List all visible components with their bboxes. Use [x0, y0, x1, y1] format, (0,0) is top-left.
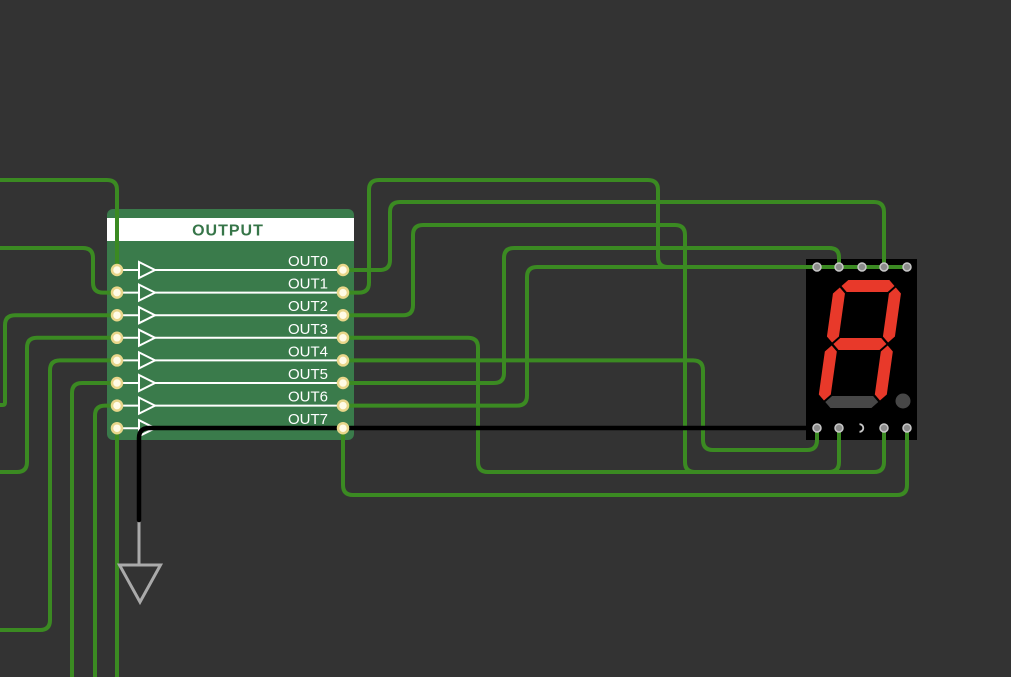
wire-out-5[interactable]: [343, 246, 841, 385]
display-pin-top-1[interactable]: [834, 262, 844, 272]
output-pin-2[interactable]: [336, 308, 350, 322]
wire-out-3[interactable]: [343, 335, 886, 474]
output-pin-6[interactable]: [336, 399, 350, 412]
wire-out-6[interactable]: [343, 265, 907, 408]
wire-in-3[interactable]: [0, 335, 117, 474]
display-pin-bottom-2[interactable]: [859, 423, 865, 433]
display-pin-top-3[interactable]: [879, 262, 889, 272]
buffer-triangle-icon: [138, 328, 158, 348]
buffer-triangle-icon: [138, 260, 158, 280]
wire-in-2[interactable]: [0, 313, 117, 407]
output-pin-4[interactable]: [336, 354, 350, 367]
seven-segment-display[interactable]: [806, 259, 917, 440]
segment-a: [841, 280, 895, 292]
segment-d: [825, 396, 879, 408]
output-label-6: OUT6: [288, 389, 328, 406]
display-pin-bottom-0[interactable]: [812, 423, 822, 433]
input-pin-7[interactable]: [110, 421, 124, 435]
pins: [110, 262, 912, 435]
display-pin-top-0[interactable]: [812, 262, 822, 272]
output-pin-1[interactable]: [336, 286, 350, 299]
segment-dp: [895, 393, 911, 409]
buffer-triangle-icon: [138, 373, 158, 393]
ground-triangle: [116, 563, 164, 606]
output-pin-5[interactable]: [336, 376, 350, 390]
component-header: [107, 218, 354, 241]
output-label-0: OUT0: [288, 253, 328, 270]
display-pin-top-2[interactable]: [857, 262, 867, 272]
wire-in-6[interactable]: [93, 403, 117, 677]
input-pin-5[interactable]: [110, 376, 124, 390]
output-label-7: OUT7: [288, 411, 328, 428]
segment-c: [874, 345, 893, 401]
output-label-3: OUT3: [288, 321, 328, 338]
display-pin-bottom-3[interactable]: [879, 423, 889, 433]
display-pin-bottom-4[interactable]: [902, 423, 912, 433]
output-pin-0[interactable]: [336, 263, 350, 277]
segment-e: [818, 345, 837, 401]
display-pin-top-4[interactable]: [902, 262, 912, 272]
wire-in-1[interactable]: [0, 246, 117, 295]
wire-in-4[interactable]: [0, 358, 117, 632]
display-segments: [818, 280, 911, 409]
buffer-triangle-icon: [138, 282, 158, 303]
output-label-5: OUT5: [288, 366, 328, 383]
buffer-triangle-icon: [138, 350, 158, 371]
output-label-1: OUT1: [288, 276, 328, 293]
input-pin-3[interactable]: [110, 331, 124, 345]
wire-out-7[interactable]: [341, 428, 909, 497]
segment-b: [882, 287, 901, 343]
component-title: OUTPUT: [192, 223, 264, 240]
buffer-triangle-icon: [138, 395, 158, 416]
wire-out-0[interactable]: [343, 200, 886, 272]
output-label-4: OUT4: [288, 343, 328, 360]
wire-out-1[interactable]: [343, 178, 907, 295]
segment-f: [826, 287, 845, 343]
segment-g: [833, 338, 887, 350]
output-pin-3[interactable]: [336, 331, 350, 345]
wire-in-0[interactable]: [0, 178, 119, 270]
buffer-triangle-icon: [138, 305, 158, 325]
wire-in-5[interactable]: [70, 381, 117, 677]
input-pin-1[interactable]: [110, 286, 124, 299]
ground-wire[interactable]: [136, 425, 820, 523]
output-pin-7[interactable]: [336, 421, 350, 435]
ground-icon[interactable]: [116, 518, 164, 606]
input-pin-2[interactable]: [110, 308, 124, 322]
output-label-2: OUT2: [288, 298, 328, 315]
display-pin-bottom-1[interactable]: [834, 423, 844, 433]
ground-wire-layer: [136, 425, 820, 523]
input-pin-0[interactable]: [110, 263, 124, 277]
wires: [0, 178, 909, 677]
input-pin-6[interactable]: [110, 399, 124, 412]
input-pin-4[interactable]: [110, 354, 124, 367]
wire-out-4[interactable]: [343, 358, 819, 452]
